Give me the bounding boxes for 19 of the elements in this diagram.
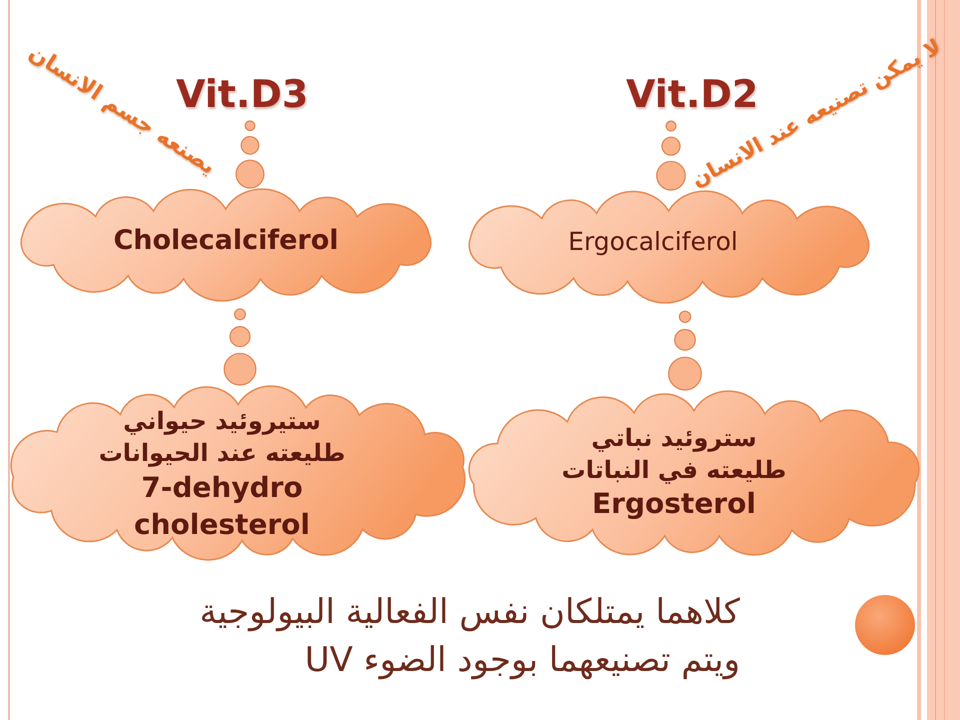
thought-cloud bbox=[468, 190, 870, 304]
cloud-text: ستيروئيد حيواني bbox=[123, 406, 321, 438]
thought-bubble-connector bbox=[668, 310, 702, 391]
cloud-text: طليعته في النباتات bbox=[562, 454, 786, 486]
cloud-text: طليعته عند الحيوانات bbox=[98, 438, 346, 470]
thought-bubble-connector bbox=[656, 120, 686, 191]
thought-cloud bbox=[10, 385, 466, 561]
cloud-text: 7-dehydro cholesterol bbox=[132, 470, 312, 543]
cloud-text: Ergocalciferol bbox=[568, 226, 738, 258]
thought-cloud bbox=[20, 188, 432, 302]
note-text: كلاهما يمتلكان نفس الفعالية البيولوجية ويتم تصنيعهما بوجود الضوء UV bbox=[198, 591, 740, 682]
thought-bubble-connector bbox=[236, 120, 264, 189]
cloud-text: Ergosterol bbox=[592, 486, 756, 522]
heading-text: Vit.D3 bbox=[176, 75, 308, 115]
heading-text: Vit.D2 bbox=[626, 75, 758, 115]
thought-bubble-connector bbox=[224, 308, 256, 386]
cloud-text: Cholecalciferol bbox=[113, 224, 339, 258]
thought-cloud bbox=[468, 390, 920, 556]
cloud-text: ستروئيد نباتي bbox=[591, 422, 757, 454]
